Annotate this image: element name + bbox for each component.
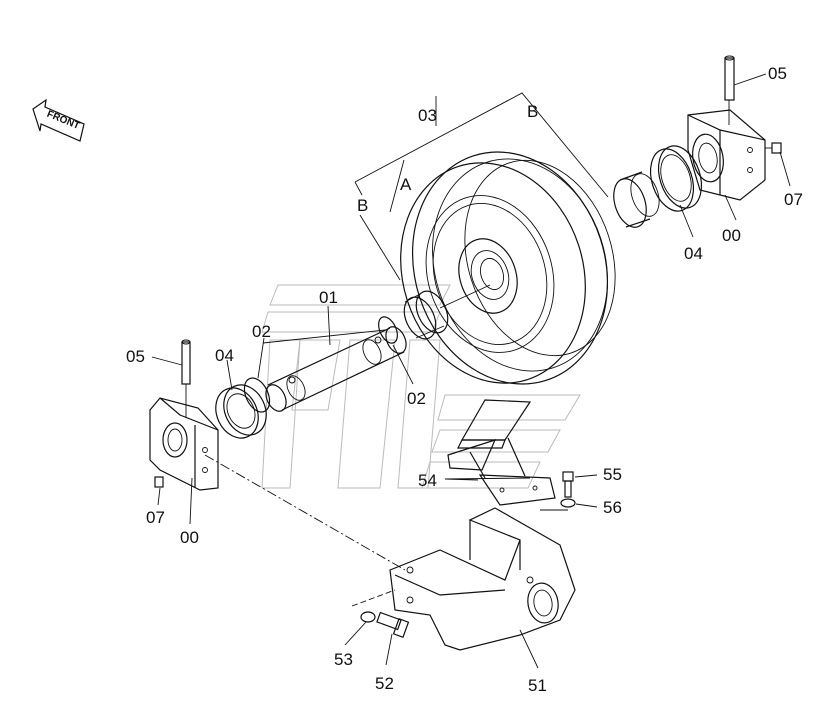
idler-wheel bbox=[400, 151, 616, 385]
alignment-line bbox=[204, 454, 406, 571]
bolt-55 bbox=[562, 471, 574, 498]
part-labels: 03 A B B 05 07 00 04 01 02 02 04 05 07 0… bbox=[126, 64, 803, 695]
label-51: 51 bbox=[528, 676, 547, 695]
label-04-left: 04 bbox=[215, 346, 234, 365]
label-B-right: B bbox=[527, 102, 538, 121]
cover-plate-54 bbox=[447, 399, 556, 506]
right-pin-05 bbox=[724, 55, 735, 125]
front-direction-arrow: FRONT bbox=[32, 98, 85, 142]
label-05-left: 05 bbox=[126, 347, 145, 366]
label-03: 03 bbox=[418, 106, 437, 125]
leader-lines bbox=[151, 73, 791, 669]
left-housing-00 bbox=[149, 397, 219, 491]
label-53: 53 bbox=[334, 650, 353, 669]
label-00-left: 00 bbox=[180, 528, 199, 547]
right-housing-00 bbox=[687, 109, 766, 201]
bolt-52 bbox=[376, 611, 410, 638]
label-00-right: 00 bbox=[722, 226, 741, 245]
label-55: 55 bbox=[603, 465, 622, 484]
o-ring-02-left bbox=[243, 377, 271, 413]
shaft-01 bbox=[265, 326, 407, 412]
watermark-logo bbox=[261, 284, 581, 489]
label-A: A bbox=[400, 175, 412, 194]
label-07-right: 07 bbox=[784, 190, 803, 209]
label-05-right: 05 bbox=[768, 64, 787, 83]
label-04-right: 04 bbox=[684, 244, 703, 263]
left-bushing bbox=[403, 284, 491, 340]
label-52: 52 bbox=[375, 674, 394, 693]
label-B-left: B bbox=[357, 196, 368, 215]
left-pin-05 bbox=[181, 339, 191, 418]
bracket-03 bbox=[354, 92, 609, 281]
label-02-bottom: 02 bbox=[407, 389, 426, 408]
label-02-top: 02 bbox=[252, 322, 271, 341]
label-56: 56 bbox=[603, 498, 622, 517]
o-ring-02-right bbox=[378, 316, 398, 344]
label-07-left: 07 bbox=[146, 508, 165, 527]
label-01: 01 bbox=[319, 288, 338, 307]
left-screw-07 bbox=[154, 476, 164, 488]
right-screw-07 bbox=[765, 142, 782, 154]
right-bushing bbox=[613, 171, 660, 228]
label-54: 54 bbox=[418, 471, 437, 490]
left-seal-04 bbox=[215, 384, 267, 439]
washer-53 bbox=[351, 589, 396, 623]
support-bracket-51 bbox=[389, 507, 576, 651]
washer-56 bbox=[540, 498, 576, 511]
